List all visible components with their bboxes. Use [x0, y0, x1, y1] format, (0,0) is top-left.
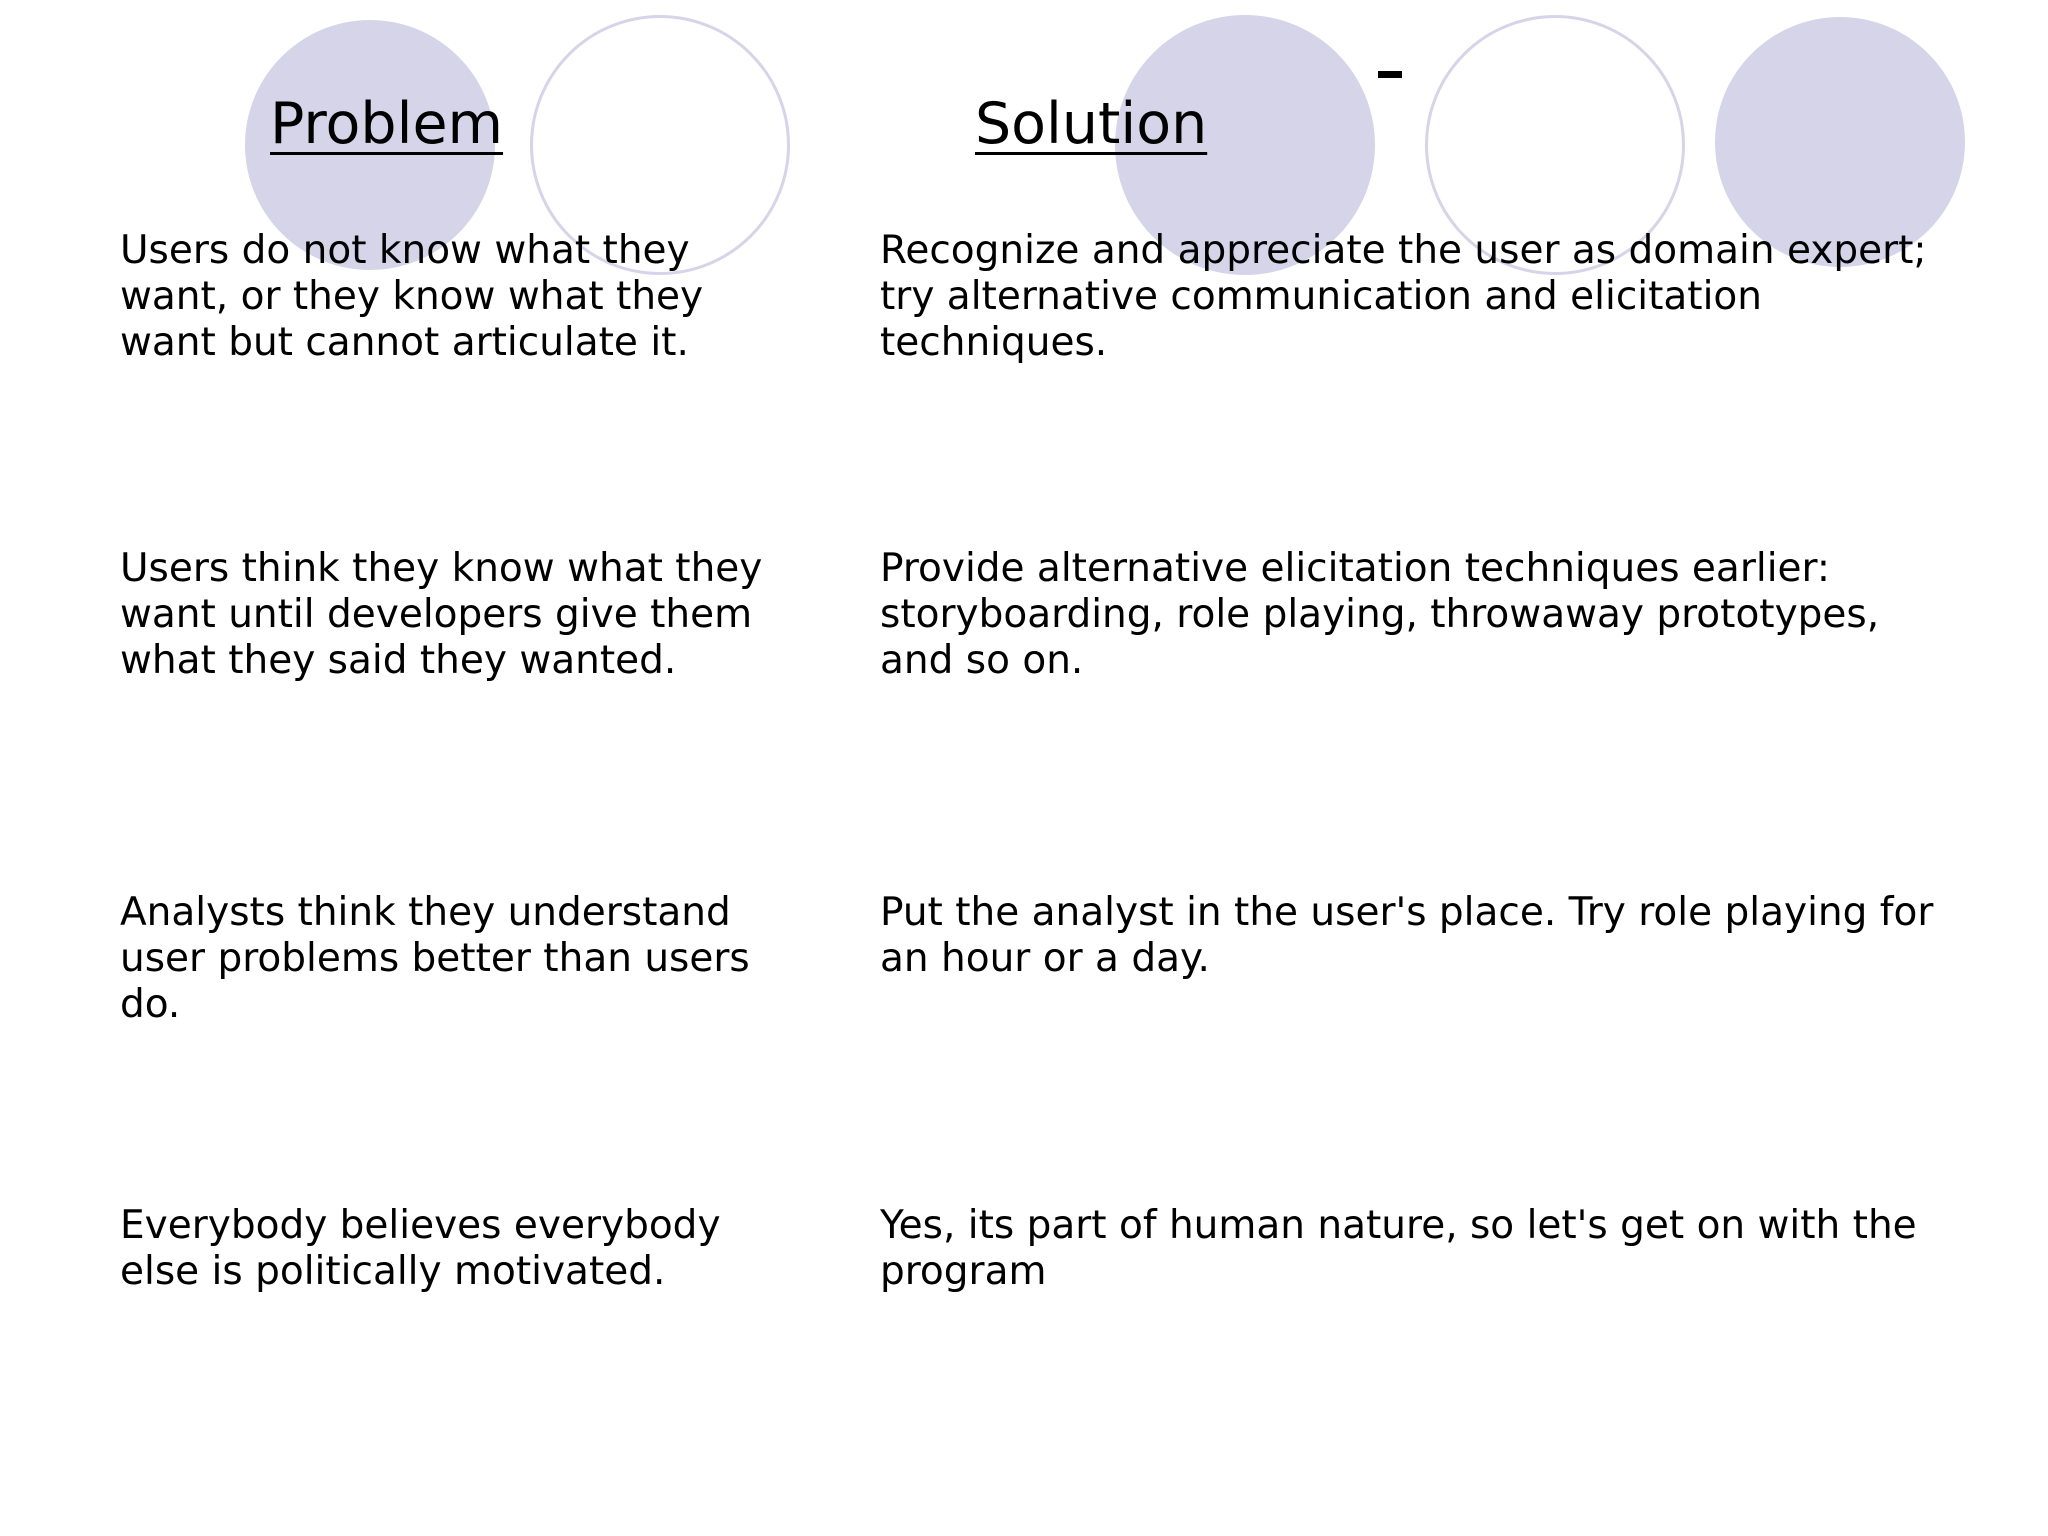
column-header-problem: Problem	[270, 91, 504, 157]
tick-mark-icon	[1378, 71, 1402, 78]
solution-text: Provide alternative elicitation techniqu…	[880, 546, 1892, 683]
problem-text: Users do not know what they want, or the…	[120, 228, 716, 365]
solution-text: Yes, its part of human nature, so let's …	[880, 1203, 1930, 1294]
header-row: Problem Solution	[0, 0, 2048, 230]
solution-text: Recognize and appreciate the user as dom…	[880, 228, 1939, 365]
column-header-solution: Solution	[975, 91, 1208, 157]
problem-text: Analysts think they understand user prob…	[120, 890, 763, 1027]
problem-text: Everybody believes everybody else is pol…	[120, 1203, 733, 1294]
solution-text: Put the analyst in the user's place. Try…	[880, 890, 1946, 981]
problem-text: Users think they know what they want unt…	[120, 546, 775, 683]
